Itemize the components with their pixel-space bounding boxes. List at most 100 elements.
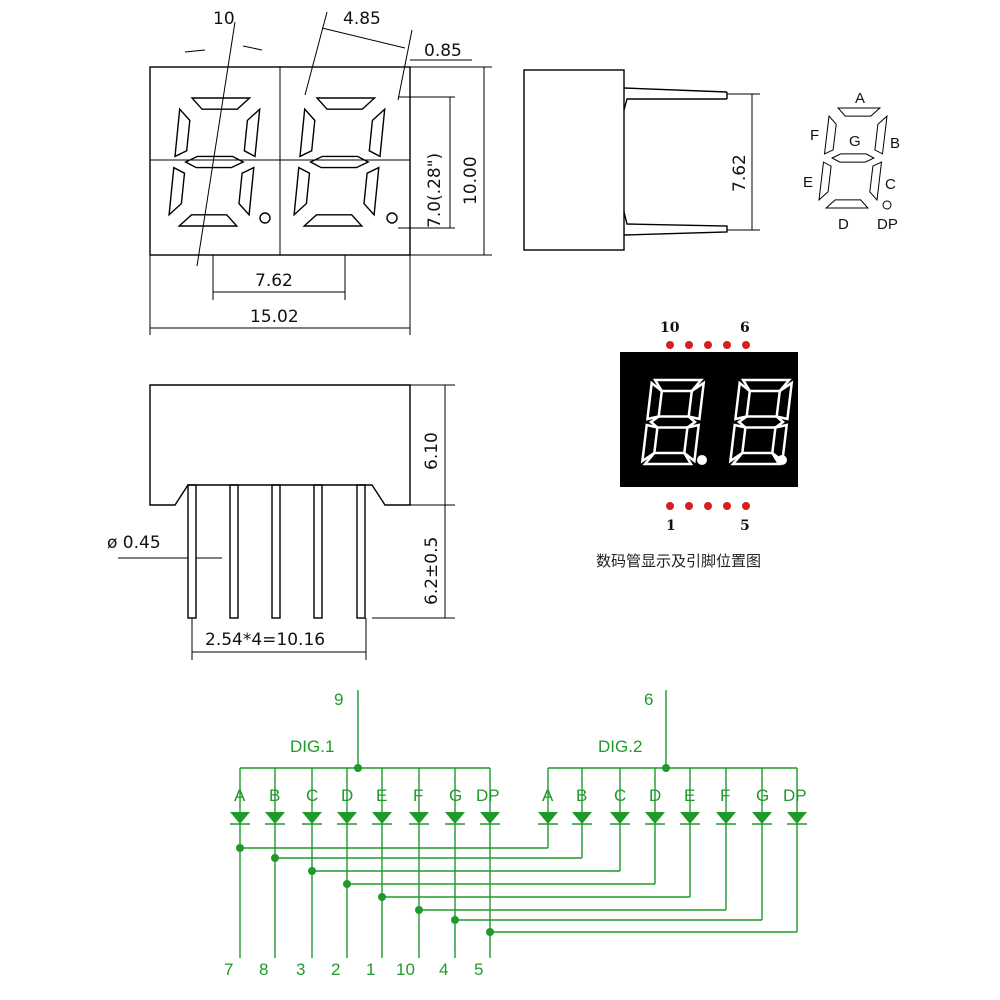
panel-digit-1-segment xyxy=(642,451,694,466)
segment-label-dig1: F xyxy=(413,786,423,805)
segment-legend: A B C D E F G DP xyxy=(803,90,900,233)
segment-label-dig2: DP xyxy=(783,786,807,805)
dim-digit-height: 7.0(.28") xyxy=(425,153,445,228)
bottom-pin-dot xyxy=(704,502,712,510)
legend-segment-a xyxy=(836,107,882,117)
front-digit-1-segment-a xyxy=(190,97,252,110)
dim-body-width: 15.02 xyxy=(250,307,299,327)
diode-dig1-f xyxy=(409,812,429,824)
dim-segment-thickness: 0.85 xyxy=(424,41,462,61)
diode-dig1-d xyxy=(337,812,357,824)
front-view: 10 4.85 0.85 7.0(.28") 10.00 7.62 15.02 xyxy=(149,9,492,335)
front-digit-1-segment-d xyxy=(177,214,239,227)
bottom-pin-dot xyxy=(685,502,693,510)
diode-dig2-d xyxy=(645,812,665,824)
legend-dp-dot xyxy=(882,200,892,210)
legend-label-g: G xyxy=(849,133,861,150)
diode-dig2-b xyxy=(572,812,592,824)
bottom-pin xyxy=(229,484,239,619)
side-view: 7.62 xyxy=(523,69,760,251)
diode-dig2-f xyxy=(716,812,736,824)
top-pin-dot xyxy=(685,341,693,349)
pin-number-10: 10 xyxy=(396,960,415,979)
bottom-pin-dot xyxy=(666,502,674,510)
top-pin-dot xyxy=(704,341,712,349)
cathode-junction xyxy=(451,916,459,924)
dim-digit-pitch: 7.62 xyxy=(255,271,293,291)
legend-segment-g xyxy=(830,153,876,163)
side-body-outline xyxy=(523,69,625,251)
front-digit-2-segment-g xyxy=(309,155,370,169)
top-pin-dots xyxy=(666,341,750,349)
cathode-junction xyxy=(343,880,351,888)
pin-number-1: 1 xyxy=(366,960,375,979)
legend-digit-outline xyxy=(818,107,888,209)
front-dp-1 xyxy=(259,212,271,224)
panel-digit-1-segment xyxy=(648,415,698,429)
front-digit-2-segment-d xyxy=(302,214,364,227)
panel-digit-2-segment xyxy=(736,415,786,429)
segment-label-dig1: DP xyxy=(476,786,500,805)
panel-dp-2 xyxy=(777,455,787,465)
side-pin-bottom xyxy=(623,211,728,236)
legend-label-f: F xyxy=(810,127,819,144)
pin-number-5: 5 xyxy=(474,960,483,979)
diode-dig2-e xyxy=(680,812,700,824)
bottom-body-outline xyxy=(149,384,411,506)
diode-dig1-a xyxy=(230,812,250,824)
front-digit-2-segment-f xyxy=(299,107,316,158)
cathode-junction xyxy=(486,928,494,936)
dim-width-line xyxy=(321,27,406,49)
legend-label-b: B xyxy=(890,135,900,152)
legend-label-c: C xyxy=(885,176,896,193)
display-caption: 数码管显示及引脚位置图 xyxy=(596,552,761,570)
panel-digit-2-segment xyxy=(730,451,782,466)
legend-segment-c xyxy=(869,161,883,202)
front-digit-1-segment-e xyxy=(168,166,186,217)
display-digits xyxy=(640,378,794,466)
legend-segment-e xyxy=(818,161,832,202)
pin-number-7: 7 xyxy=(224,960,233,979)
diode-dig1-g xyxy=(445,812,465,824)
side-pin-top xyxy=(623,87,728,111)
pin-number-8: 8 xyxy=(259,960,268,979)
pin-label-6: 6 xyxy=(740,320,750,336)
schematic-wiring xyxy=(230,690,807,958)
cathode-junction xyxy=(236,844,244,852)
legend-segment-f xyxy=(823,114,837,155)
pin-number-3: 3 xyxy=(296,960,305,979)
dim-angle: 10 xyxy=(213,9,235,29)
common-pin-label-2: 6 xyxy=(644,690,653,709)
front-digit-2-segment-c xyxy=(363,166,380,217)
bottom-pin xyxy=(356,484,366,619)
front-digit-1-segment-g xyxy=(184,155,245,169)
cathode-junction xyxy=(271,854,279,862)
panel-dp-1 xyxy=(697,455,707,465)
legend-label-a: A xyxy=(855,90,865,107)
diode-dig2-c xyxy=(610,812,630,824)
panel-digit-1-segment xyxy=(640,423,659,464)
diode-dig1-e xyxy=(372,812,392,824)
bottom-pin-dots xyxy=(666,502,750,510)
dim-pin-span: 2.54*4=10.16 xyxy=(205,630,325,650)
diode-dig2-a xyxy=(538,812,558,824)
cathode-junction xyxy=(308,867,316,875)
bottom-view: 6.10 6.2±0.5 ø 0.45 2.54*4=10.16 xyxy=(107,384,455,660)
digit-label-2: DIG.2 xyxy=(598,737,642,756)
legend-segment-d xyxy=(824,199,870,209)
dim-segment-width: 4.85 xyxy=(343,9,381,29)
front-digit-1-segment-f xyxy=(174,107,191,158)
dim-pin-spacing: 7.62 xyxy=(730,154,750,192)
diode-dig1-c xyxy=(302,812,322,824)
front-digit-2-segment-a xyxy=(315,97,377,110)
legend-label-d: D xyxy=(838,216,849,233)
pin-label-5: 5 xyxy=(740,518,750,534)
cathode-junction xyxy=(415,906,423,914)
bottom-pin xyxy=(271,484,281,619)
pin-label-1: 1 xyxy=(666,518,676,534)
segment-label-dig2: F xyxy=(720,786,730,805)
cathode-junction xyxy=(378,893,386,901)
